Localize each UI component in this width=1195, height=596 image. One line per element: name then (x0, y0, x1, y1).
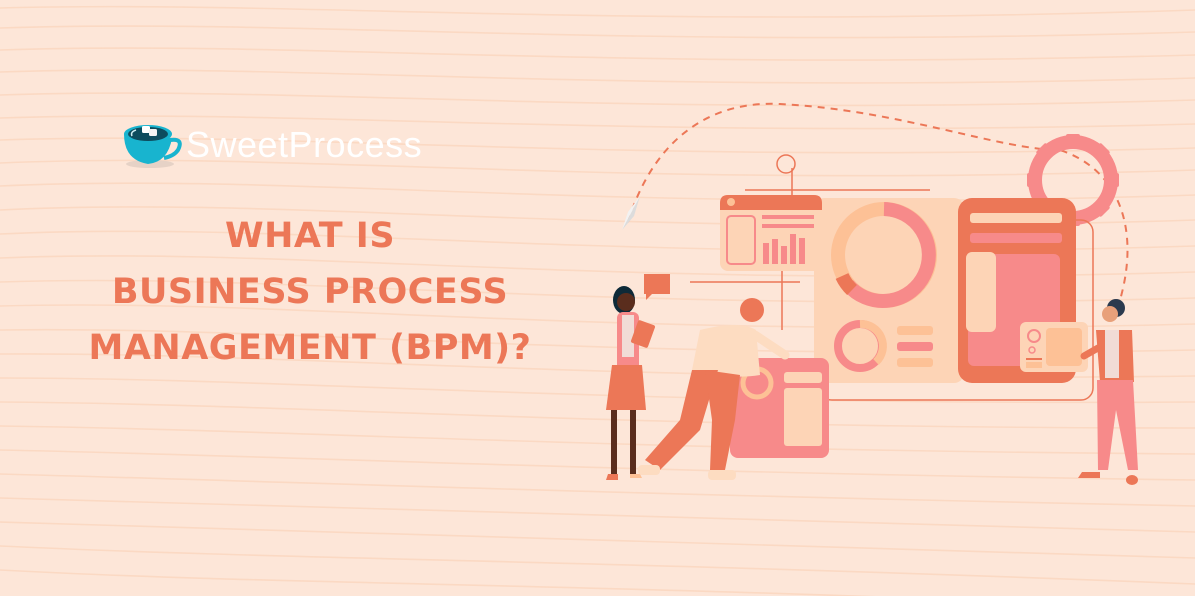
title-line-3: MANAGEMENT (BPM)? (88, 328, 532, 368)
speech-bubble-icon (644, 274, 670, 300)
person-woman-left (606, 286, 655, 480)
title-line-2: BUSINESS PROCESS (111, 272, 509, 312)
bar-chart-icon (720, 195, 822, 271)
page-title: WHAT IS BUSINESS PROCESS MANAGEMENT (BPM… (40, 208, 580, 376)
coffee-cup-icon (124, 125, 182, 168)
person-woman-right (1078, 299, 1138, 485)
donut-chart-icon (831, 202, 937, 308)
bpm-illustration (606, 102, 1138, 485)
brand-logo[interactable]: SweetProcess (120, 120, 422, 170)
brand-name: SweetProcess (186, 124, 423, 165)
title-line-1: WHAT IS (224, 216, 396, 256)
person-man-middle (638, 298, 790, 480)
paper-plane-icon (622, 196, 640, 230)
dashed-flight-path (627, 102, 1129, 301)
